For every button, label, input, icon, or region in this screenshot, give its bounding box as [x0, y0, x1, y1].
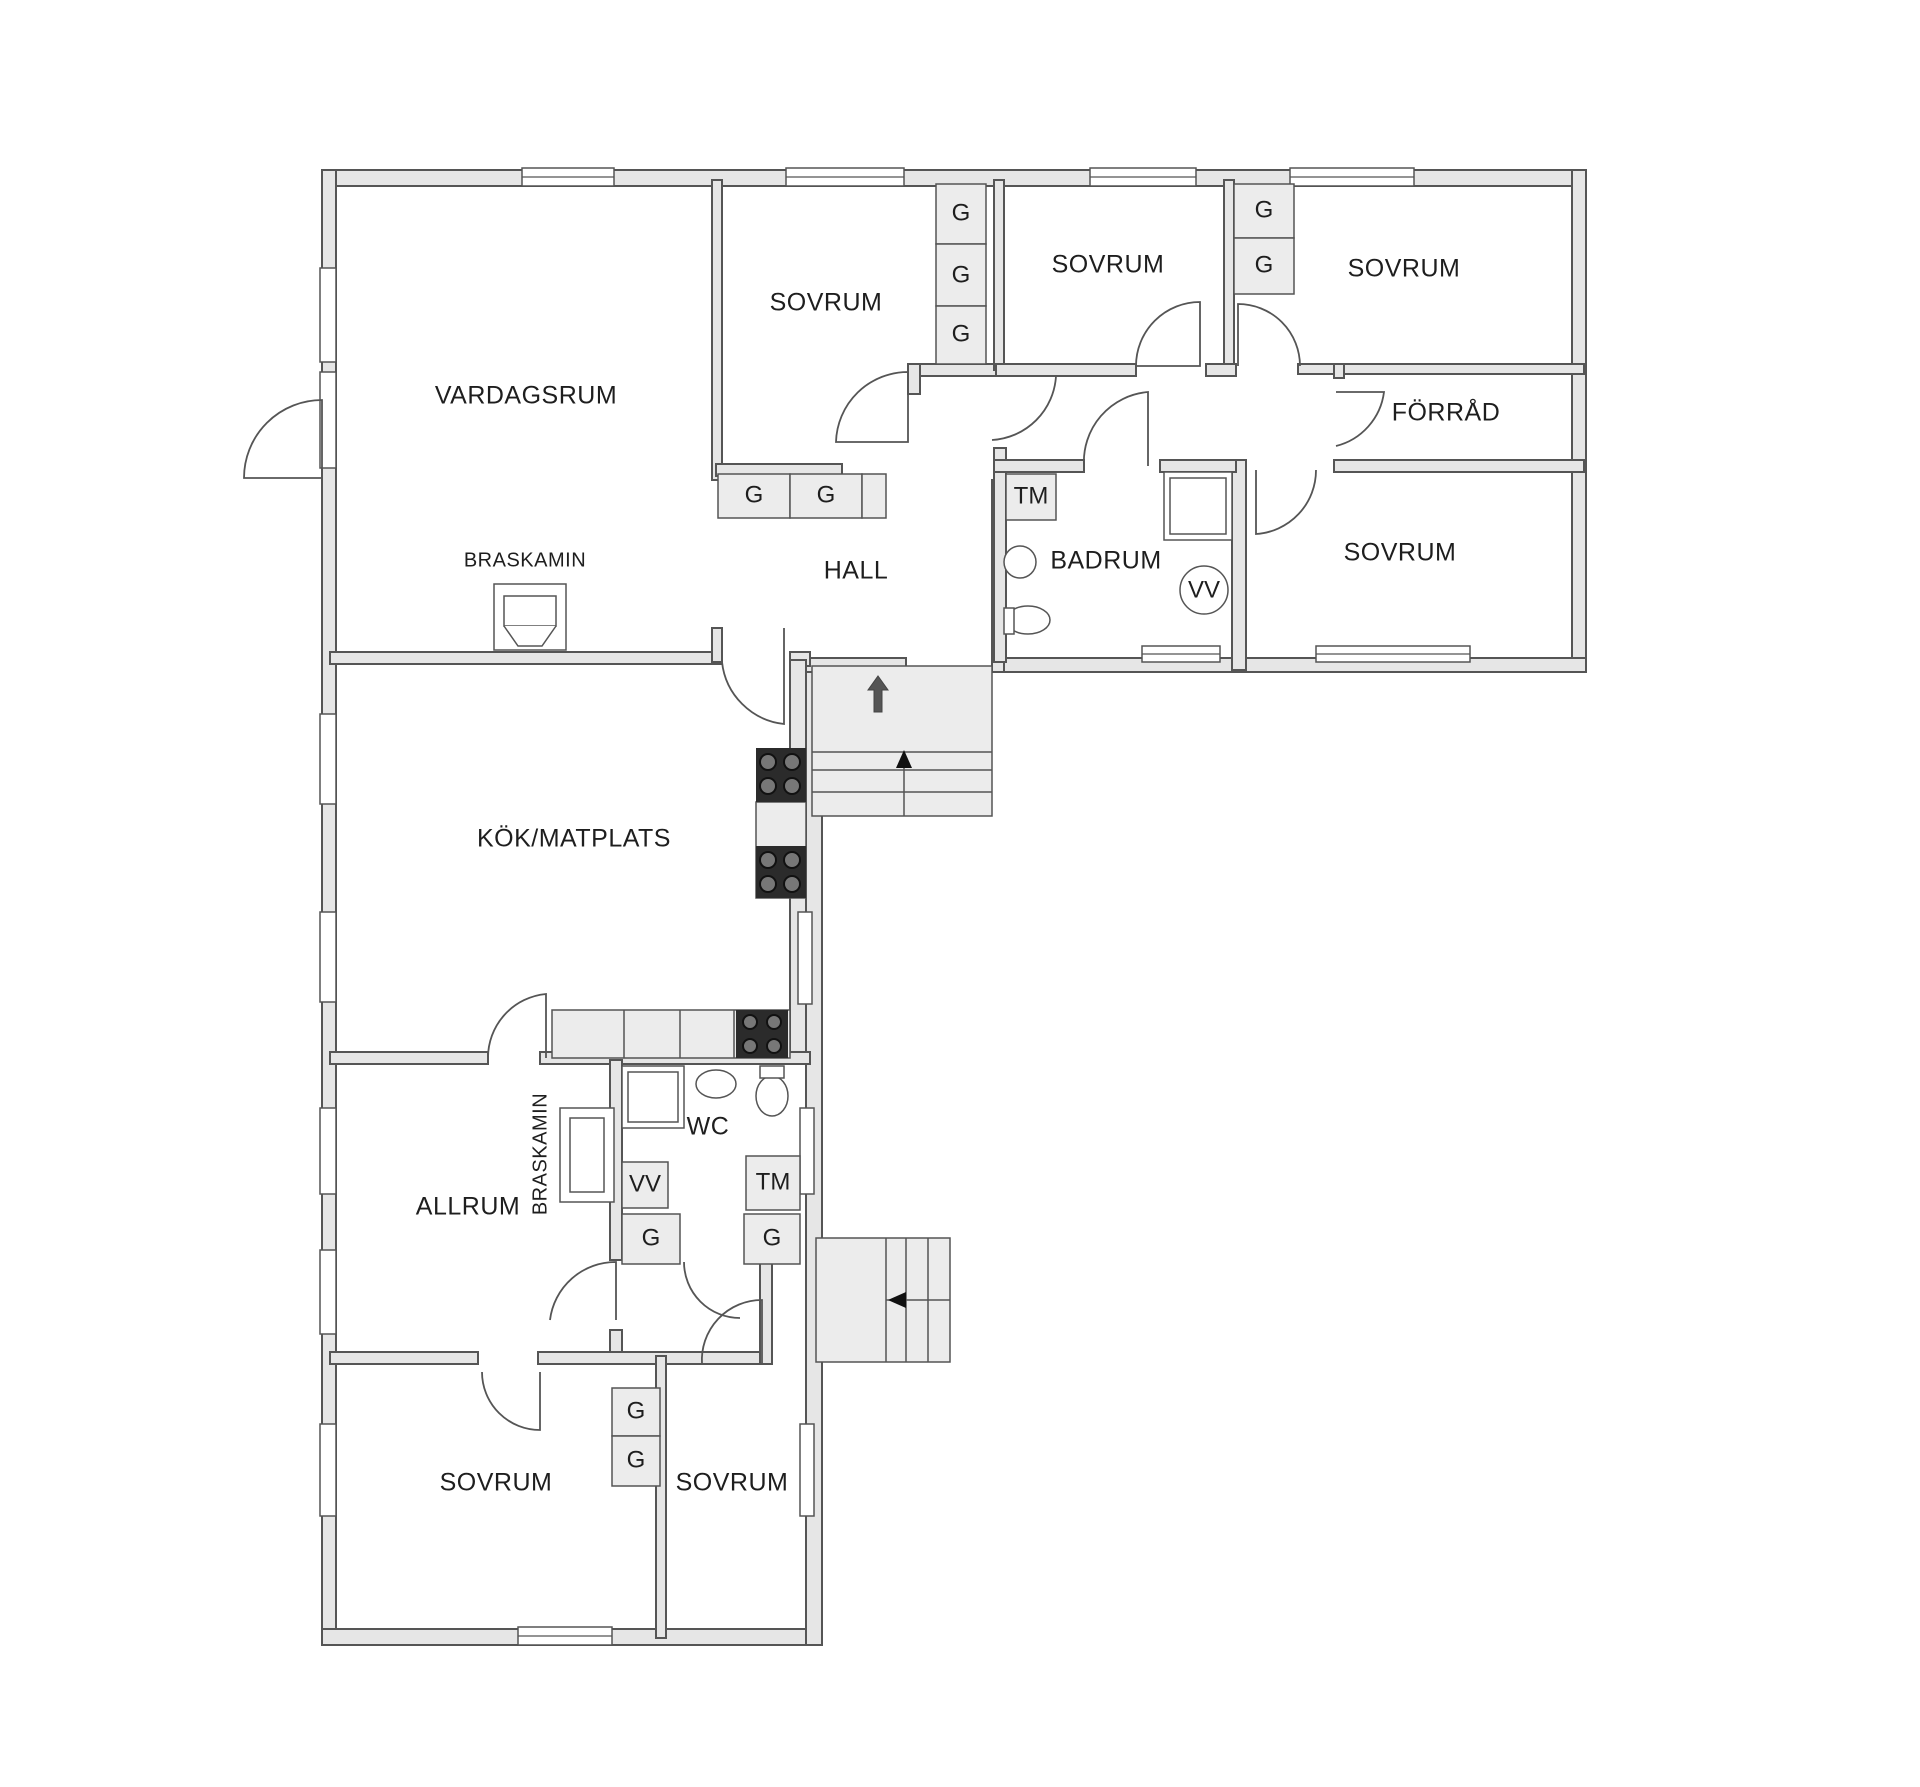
- washing-machine-label: TM: [756, 1168, 791, 1195]
- kitchen-fixtures: [551, 748, 807, 1059]
- arrow-up-icon: [896, 750, 912, 768]
- wardrobe-label: G: [952, 320, 971, 347]
- window: [319, 267, 337, 363]
- window: [319, 1423, 337, 1517]
- door[interactable]: [549, 1261, 617, 1321]
- wardrobe-label: G: [627, 1446, 646, 1473]
- wardrobe: [611, 1387, 661, 1437]
- windows: [319, 167, 1471, 1646]
- water-heater-label: VV: [1188, 576, 1220, 603]
- room-label-sovrum: SOVRUM: [676, 1469, 789, 1497]
- door[interactable]: [991, 375, 1057, 441]
- wardrobe: [935, 243, 987, 307]
- window: [799, 1423, 815, 1517]
- wardrobe: [935, 305, 987, 365]
- wardrobe: [621, 1213, 681, 1265]
- wardrobe: [743, 1213, 801, 1265]
- room-label-sovrum: SOVRUM: [1348, 255, 1461, 283]
- room-label-vardagsrum: VARDAGSRUM: [435, 382, 617, 410]
- room-label-sovrum: SOVRUM: [1052, 251, 1165, 279]
- wardrobe-label: G: [1255, 251, 1274, 278]
- bathroom-fixtures: VV: [621, 471, 1233, 1129]
- door[interactable]: [1237, 303, 1301, 367]
- front-stairs: [811, 665, 993, 817]
- wardrobe: [611, 1435, 661, 1487]
- door[interactable]: [701, 1299, 763, 1365]
- wardrobe-label: G: [627, 1397, 646, 1424]
- window: [319, 713, 337, 805]
- fireplace-label: BRASKAMIN: [529, 1093, 551, 1215]
- wardrobe: [1233, 183, 1295, 239]
- window: [319, 911, 337, 1003]
- toilet-icon: [755, 1075, 789, 1117]
- wardrobe-label: G: [745, 481, 764, 508]
- entrance-arrow-icon: [867, 675, 889, 713]
- room-labels: VARDAGSRUM BRASKAMIN SOVRUM SOVRUM SOVRU…: [416, 251, 1500, 1497]
- wardrobe: [861, 473, 887, 519]
- arrow-left-icon: [888, 1292, 906, 1308]
- water-heater-icon: [1179, 565, 1229, 615]
- door[interactable]: [683, 1261, 741, 1319]
- room-label-wc: WC: [687, 1113, 730, 1141]
- door[interactable]: [1135, 301, 1201, 367]
- door[interactable]: [721, 628, 785, 726]
- exterior-door[interactable]: [243, 399, 323, 479]
- washing-machine-label: TM: [1014, 482, 1049, 509]
- window: [319, 1107, 337, 1195]
- fireplace-label: BRASKAMIN: [464, 549, 586, 571]
- room-label-forrad: FÖRRÅD: [1392, 397, 1501, 427]
- wardrobe-label: G: [817, 481, 836, 508]
- window: [319, 1249, 337, 1335]
- water-heater: [621, 1161, 669, 1209]
- fireplace-icon: [559, 1107, 615, 1203]
- window: [797, 911, 813, 1005]
- window: [799, 1107, 815, 1195]
- wardrobe: [789, 473, 863, 519]
- door[interactable]: [1335, 391, 1386, 447]
- wardrobe-label: G: [952, 199, 971, 226]
- wardrobe: [717, 473, 791, 519]
- wardrobe-label: G: [1255, 196, 1274, 223]
- room-label-kok-matplats: KÖK/MATPLATS: [477, 825, 671, 853]
- washing-machine: [745, 1155, 801, 1211]
- wardrobe: [1233, 237, 1295, 295]
- back-stairs: [815, 1237, 951, 1363]
- fireplace-icon: [493, 583, 567, 651]
- room-label-allrum: ALLRUM: [416, 1193, 520, 1221]
- sink-icon: [695, 1069, 737, 1099]
- door[interactable]: [1083, 391, 1149, 467]
- fireplaces: [493, 583, 615, 1203]
- room-label-hall: HALL: [824, 557, 889, 585]
- room-label-sovrum: SOVRUM: [440, 1469, 553, 1497]
- door[interactable]: [481, 1371, 541, 1431]
- water-heater-label: VV: [629, 1170, 661, 1197]
- washing-machine: [1005, 473, 1057, 521]
- wardrobe-label: G: [642, 1224, 661, 1251]
- room-label-sovrum: SOVRUM: [1344, 539, 1457, 567]
- door[interactable]: [835, 371, 909, 443]
- window: [319, 371, 337, 469]
- wardrobe-label: G: [763, 1224, 782, 1251]
- wardrobe-label: G: [952, 261, 971, 288]
- wardrobes: G G G G G G G TM VV TM G G G G: [611, 183, 1295, 1487]
- sink-icon: [1003, 545, 1037, 579]
- room-label-sovrum: SOVRUM: [770, 289, 883, 317]
- door[interactable]: [1255, 469, 1317, 535]
- room-label-badrum: BADRUM: [1050, 547, 1161, 575]
- door[interactable]: [487, 993, 547, 1059]
